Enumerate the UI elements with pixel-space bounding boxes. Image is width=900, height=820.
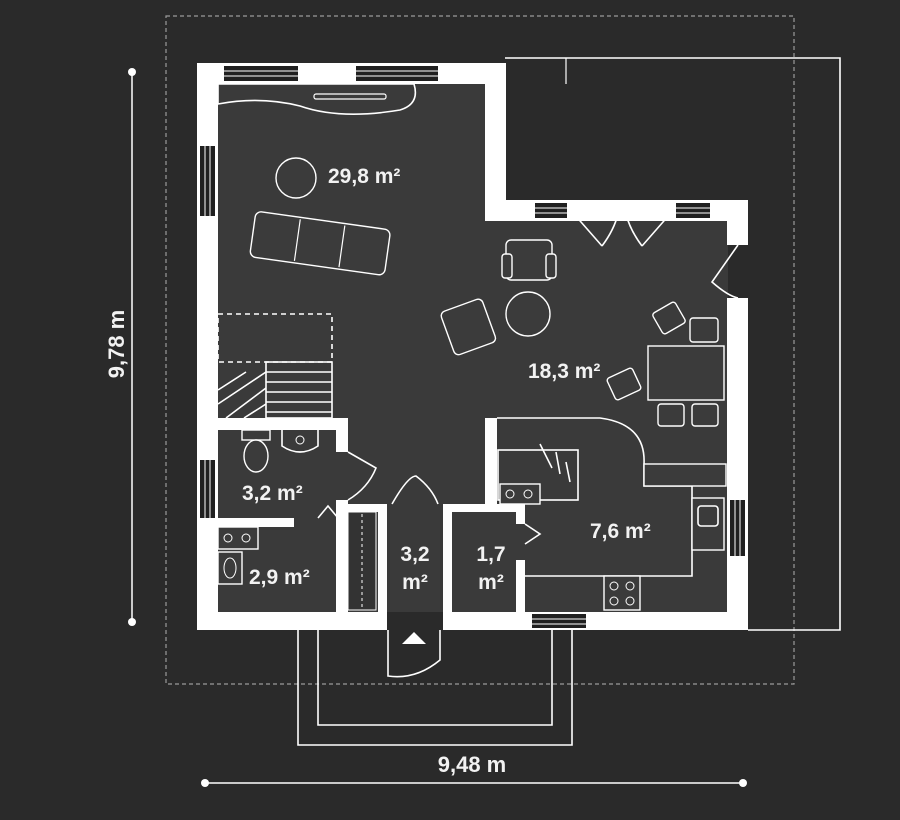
- staircase: [217, 313, 333, 419]
- roof-outline: [165, 15, 795, 685]
- curtain-rail: [313, 93, 387, 100]
- label-dining-room: 18,3 m²: [528, 360, 600, 383]
- label-height-dimension: 9,78 m: [104, 310, 129, 379]
- porch-outline-inner: [317, 630, 553, 726]
- label-bathroom: 3,2 m²: [242, 482, 303, 505]
- label-storage-unit: m²: [478, 571, 504, 594]
- label-hall-value: 3,2: [400, 543, 429, 566]
- terrace-outline: [505, 57, 841, 631]
- living-furniture: [249, 157, 557, 356]
- hall-closet: [347, 511, 377, 611]
- porch-outline-outer: [297, 630, 573, 746]
- kitchen-fittings: [497, 417, 727, 611]
- label-storage-value: 1,7: [476, 543, 505, 566]
- label-living-room: 29,8 m²: [328, 165, 400, 188]
- bathroom-fittings: [241, 429, 378, 519]
- height-dimension-line: [128, 68, 136, 626]
- dining-furniture: [606, 301, 725, 427]
- terrace-doors: [573, 213, 739, 299]
- label-hall-unit: m²: [402, 571, 428, 594]
- label-utility-room: 2,9 m²: [249, 566, 310, 589]
- width-dimension-line: [201, 779, 747, 787]
- windows: [200, 66, 745, 628]
- utility-fittings: [217, 526, 259, 585]
- label-width-dimension: 9,48 m: [438, 752, 507, 777]
- curtain-shape: [217, 83, 417, 115]
- interior-walls: [218, 418, 525, 612]
- entry-doors: [387, 475, 441, 678]
- label-kitchen: 7,6 m²: [590, 520, 651, 543]
